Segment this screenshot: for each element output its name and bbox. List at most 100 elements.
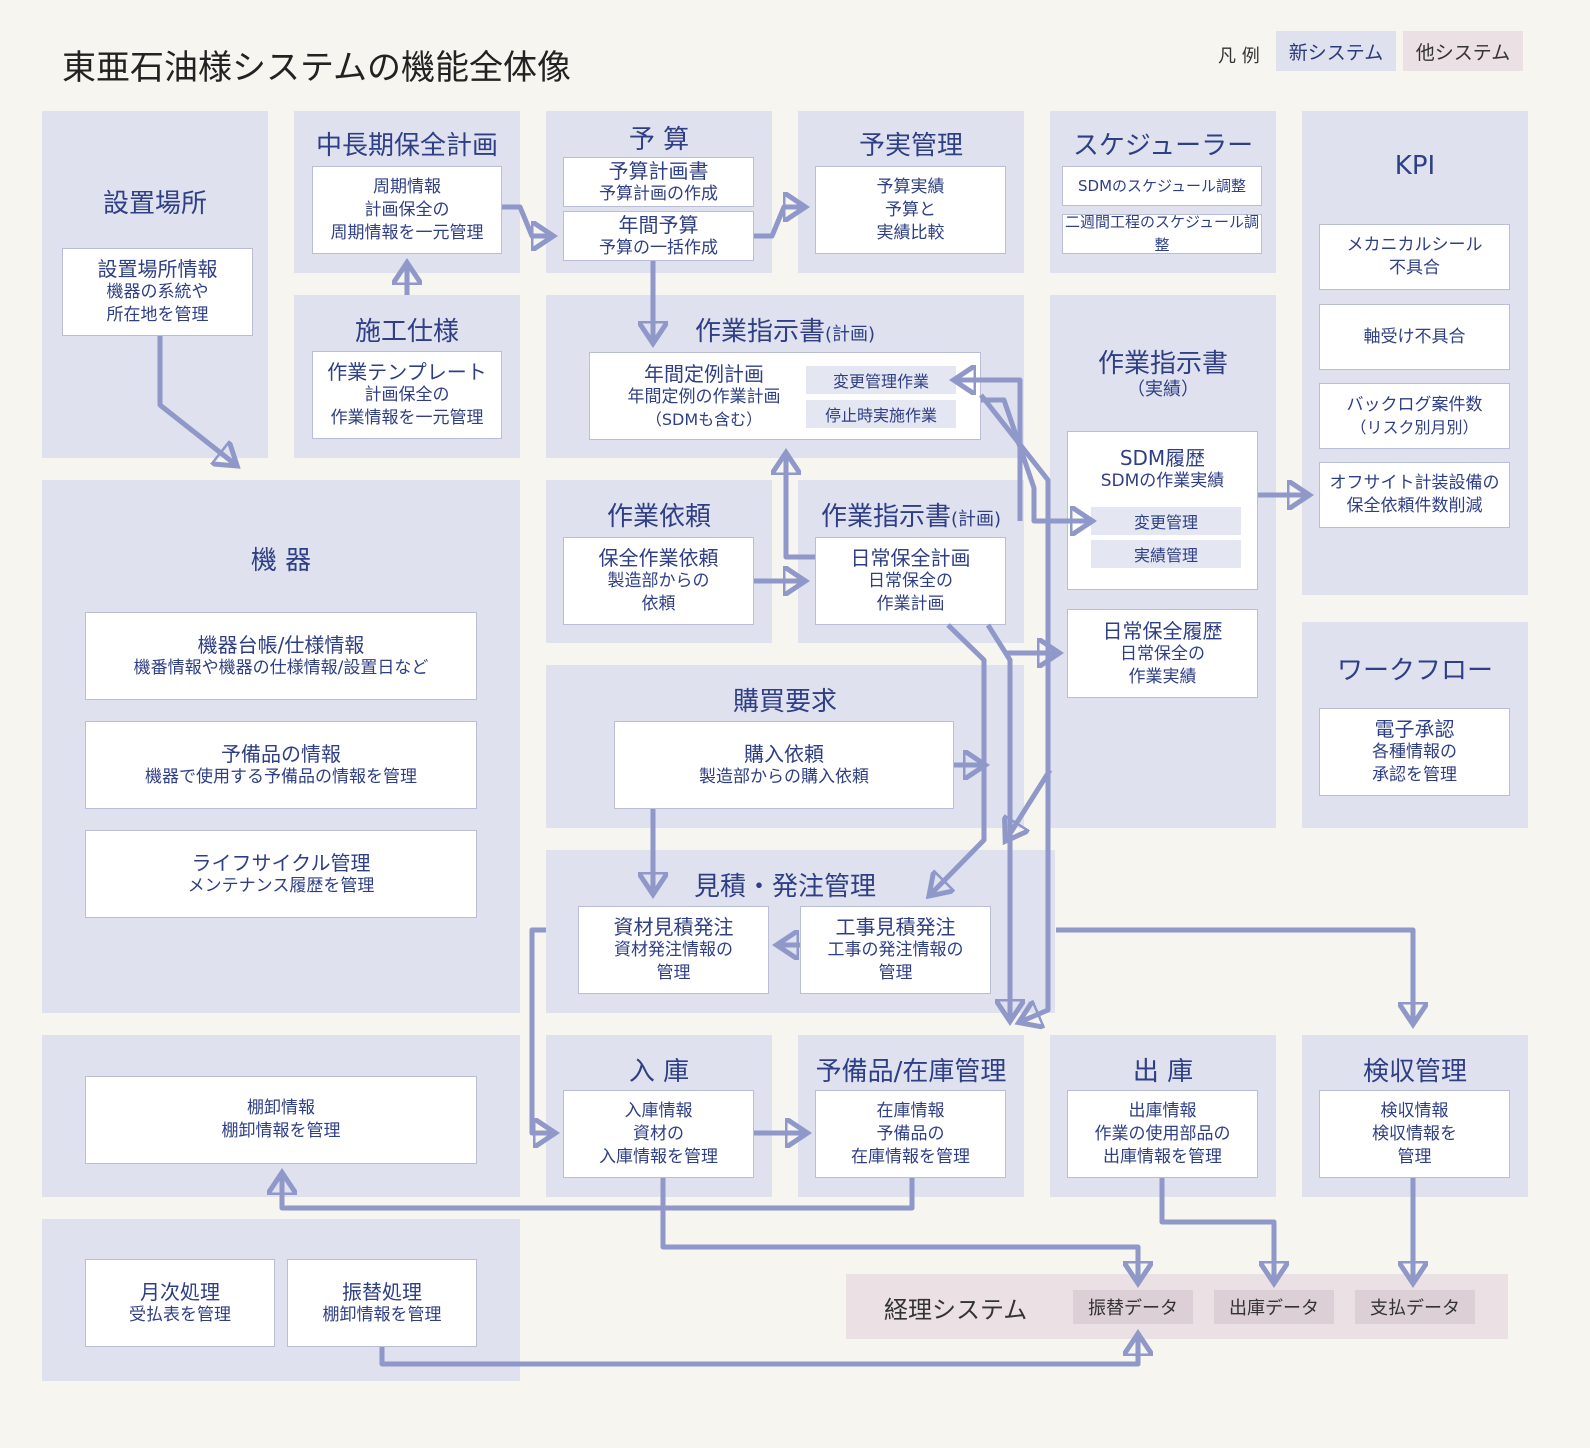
- wo-plan-title: 作業指示書(計画): [546, 311, 1024, 348]
- daily-plan-box: 日常保全計画 日常保全の 作業計画: [815, 537, 1006, 625]
- receiving-line: 資材の: [633, 1123, 684, 1144]
- equipment-item-line: メンテナンス履歴を管理: [187, 875, 375, 896]
- annual-budget-box: 年間予算 予算の一括作成: [563, 211, 754, 261]
- inspection-line: 検収情報を: [1372, 1123, 1457, 1144]
- request-line: 依頼: [641, 594, 676, 614]
- monthly-line: 受払表を管理: [129, 1304, 231, 1325]
- sdm-schedule-box: SDMのスケジュール調整: [1062, 166, 1262, 206]
- budget-actual-box: 予算実績 予算と 実績比較: [815, 166, 1006, 254]
- template-box-line: 作業テンプレート: [327, 360, 487, 384]
- equipment-item-line: 機器台帳/仕様情報: [197, 632, 365, 657]
- equipment-item-line: ライフサイクル管理: [191, 850, 371, 875]
- page-title: 東亜石油様システムの機能全体像: [62, 48, 571, 88]
- annual-plan-line: 年間定例計画: [644, 362, 764, 386]
- two-week-schedule-label: 二週間工程のスケジュール調整: [1065, 213, 1259, 254]
- scheduler-title: スケジューラー: [1072, 131, 1254, 161]
- budget-plan-box: 予算計画書 予算計画の作成: [563, 157, 754, 207]
- kpi-item: メカニカルシール 不具合: [1319, 224, 1510, 290]
- daily-history-line: 作業実績: [1128, 666, 1197, 687]
- stock-line: 予備品の: [876, 1123, 945, 1144]
- annual-budget-line: 予算の一括作成: [599, 237, 718, 258]
- equipment-item: 機器台帳/仕様情報 機番情報や機器の仕様情報/設置日など: [85, 612, 477, 700]
- location-title: 設置場所: [102, 189, 207, 219]
- cycle-box-line: 周期情報: [373, 176, 441, 197]
- monthly-process-box: 月次処理 受払表を管理: [85, 1259, 275, 1347]
- transfer-line: 振替処理: [342, 1279, 422, 1304]
- inspection-title: 検収管理: [1362, 1057, 1467, 1087]
- inventory-take-line: 棚卸情報を管理: [221, 1121, 341, 1141]
- construction-order-line: 工事見積発注: [835, 915, 956, 939]
- kpi-item-line: 不具合: [1389, 258, 1440, 278]
- budget-actual-line: 予算実績: [876, 176, 945, 197]
- daily-plan-line: 日常保全計画: [850, 546, 971, 570]
- purchase-box: 購入依頼 製造部からの購入依頼: [614, 721, 954, 809]
- construction-order-box: 工事見積発注 工事の発注情報の 管理: [800, 906, 991, 994]
- kpi-item: バックログ案件数 （リスク別月別）: [1319, 383, 1510, 449]
- wo-daily-title-main: 作業指示書: [820, 502, 951, 532]
- kpi-item-line: （リスク別月別）: [1350, 418, 1479, 437]
- material-order-line: 資材発注情報の: [614, 940, 733, 960]
- inventory-take-line: 棚卸情報: [247, 1098, 315, 1118]
- shipping-line: 作業の使用部品の: [1094, 1123, 1231, 1144]
- annual-budget-line: 年間予算: [618, 212, 699, 237]
- purchase-line: 製造部からの購入依頼: [699, 766, 869, 787]
- accounting-title: 経理システム: [884, 1296, 1028, 1324]
- transfer-line: 棚卸情報を管理: [322, 1304, 442, 1325]
- spec-title: 施工仕様: [354, 317, 459, 347]
- receiving-title: 入 庫: [628, 1057, 690, 1087]
- annual-plan-line: 年間定例の作業計画: [627, 387, 781, 407]
- inspection-line: 管理: [1397, 1146, 1432, 1167]
- monthly-line: 月次処理: [140, 1279, 220, 1304]
- daily-plan-line: 日常保全の: [868, 571, 953, 591]
- receiving-box: 入庫情報 資材の 入庫情報を管理: [563, 1090, 754, 1178]
- estimate-title: 見積・発注管理: [693, 872, 876, 902]
- location-box-line: 所在地を管理: [106, 305, 209, 325]
- daily-plan-line: 作業計画: [876, 594, 945, 614]
- construction-order-line: 管理: [878, 963, 913, 983]
- kpi-item-line: メカニカルシール: [1346, 235, 1483, 255]
- cycle-info-box: 周期情報 計画保全の 周期情報を一元管理: [312, 166, 502, 254]
- inspection-line: 検収情報: [1380, 1100, 1449, 1121]
- workflow-box: 電子承認 各種情報の 承認を管理: [1319, 708, 1510, 796]
- wo-result-title: 作業指示書: [1097, 349, 1228, 379]
- location-box-line: 設置場所情報: [97, 257, 218, 281]
- kpi-item-line: オフサイト計装設備の: [1329, 473, 1500, 493]
- shipping-line: 出庫情報: [1128, 1100, 1197, 1121]
- shipping-box: 出庫情報 作業の使用部品の 出庫情報を管理: [1067, 1090, 1258, 1178]
- payment-data-tag: 支払データ: [1355, 1290, 1475, 1324]
- sdm-schedule-label: SDMのスケジュール調整: [1078, 176, 1246, 195]
- arrow-estimate-to-inspection: [1056, 927, 1413, 1023]
- wo-plan-title-main: 作業指示書: [694, 317, 825, 347]
- daily-history-line: 日常保全の: [1120, 643, 1205, 664]
- change-work-tag: 変更管理作業: [806, 366, 956, 394]
- daily-history-box: 日常保全履歴 日常保全の 作業実績: [1067, 609, 1258, 698]
- result-mgmt-tag: 実績管理: [1091, 540, 1241, 568]
- legend-other-system: 他システム: [1403, 31, 1523, 71]
- equipment-item-line: 予備品の情報: [221, 741, 341, 766]
- budget-title: 予 算: [628, 125, 690, 155]
- kpi-item: オフサイト計装設備の 保全依頼件数削減: [1319, 462, 1510, 528]
- material-order-line: 管理: [656, 963, 691, 983]
- request-title: 作業依頼: [606, 502, 711, 532]
- budget-plan-line: 予算計画書: [608, 158, 709, 183]
- annual-plan-line: （SDMも含む）: [645, 410, 763, 429]
- stock-line: 在庫情報: [876, 1100, 945, 1121]
- template-box: 作業テンプレート 計画保全の 作業情報を一元管理: [312, 351, 502, 439]
- shipping-line: 出庫情報を管理: [1103, 1146, 1222, 1167]
- kpi-item-line: 保全依頼件数削減: [1346, 496, 1483, 516]
- workflow-line: 承認を管理: [1372, 765, 1457, 785]
- stop-work-tag: 停止時実施作業: [806, 400, 956, 428]
- transfer-data-tag: 振替データ: [1073, 1290, 1193, 1324]
- purchase-line: 購入依頼: [744, 741, 824, 766]
- wo-daily-title: 作業指示書(計画): [798, 496, 1024, 533]
- template-box-line: 作業情報を一元管理: [330, 408, 484, 428]
- request-box: 保全作業依頼 製造部からの 依頼: [563, 537, 754, 625]
- construction-order-line: 工事の発注情報の: [827, 940, 964, 960]
- location-info-box: 設置場所情報 機器の系統や 所在地を管理: [62, 248, 253, 336]
- shipping-data-tag: 出庫データ: [1214, 1290, 1334, 1324]
- receiving-line: 入庫情報を管理: [599, 1146, 718, 1167]
- sdm-history-line: SDMの作業実績: [1100, 471, 1225, 491]
- receiving-line: 入庫情報: [624, 1100, 693, 1121]
- budget-plan-line: 予算計画の作成: [599, 183, 718, 204]
- material-order-box: 資材見積発注 資材発注情報の 管理: [578, 906, 769, 994]
